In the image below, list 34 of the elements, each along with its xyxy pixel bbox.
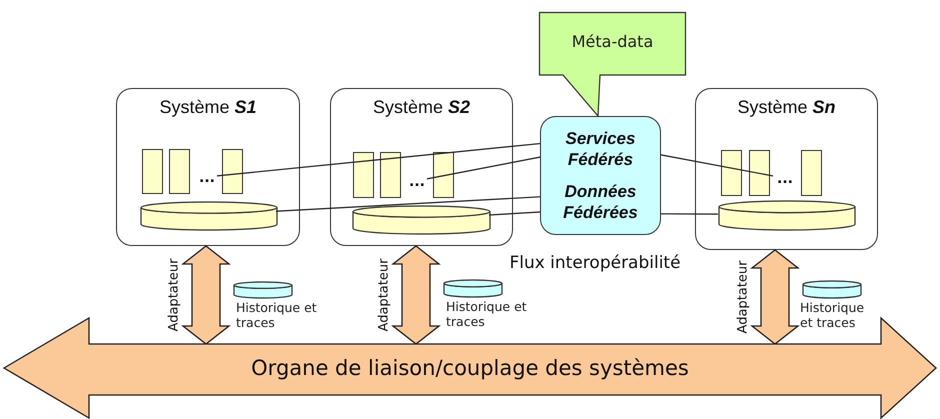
system-box [116, 88, 300, 246]
database-cylinder [141, 202, 277, 230]
federation-text: Services Fédérés [564, 128, 636, 170]
connector-line [276, 196, 540, 212]
edge-label: Adaptateur [376, 258, 392, 332]
federation-text: Données Fédérées [562, 180, 639, 223]
database-cylinder [719, 201, 855, 230]
edge-label: Adaptateur [736, 260, 750, 334]
double-arrow [750, 249, 800, 345]
connector-line [488, 211, 540, 216]
storage-caption: Historique et traces [236, 300, 318, 330]
database-cylinder [353, 206, 490, 234]
system-title: Système Sn [736, 97, 837, 118]
federation-box [540, 116, 661, 235]
connector-line [661, 213, 718, 215]
system-box [695, 88, 878, 250]
flow-label: Flux interopérabilité [508, 252, 682, 275]
storage-caption: Historique et traces [446, 299, 528, 329]
ellipsis-text: ... [406, 175, 428, 189]
ellipsis-text: ... [196, 171, 218, 185]
edge-label: Adaptateur [166, 258, 182, 332]
connector-line [216, 142, 540, 176]
storage-cylinder [234, 282, 292, 298]
system-box [330, 88, 513, 246]
double-arrow [391, 245, 441, 345]
system-title: Système S1 [158, 97, 258, 118]
storage-cylinder [444, 280, 502, 297]
storage-caption: Historique et traces [800, 300, 866, 330]
system-title: Système S2 [372, 97, 472, 118]
ellipsis-text: ... [774, 172, 796, 186]
callout-text: Méta-data [570, 32, 654, 51]
double-arrow [181, 245, 231, 345]
bus-label: Organe de liaison/couplage des systèmes [250, 356, 690, 380]
storage-cylinder [803, 281, 861, 298]
